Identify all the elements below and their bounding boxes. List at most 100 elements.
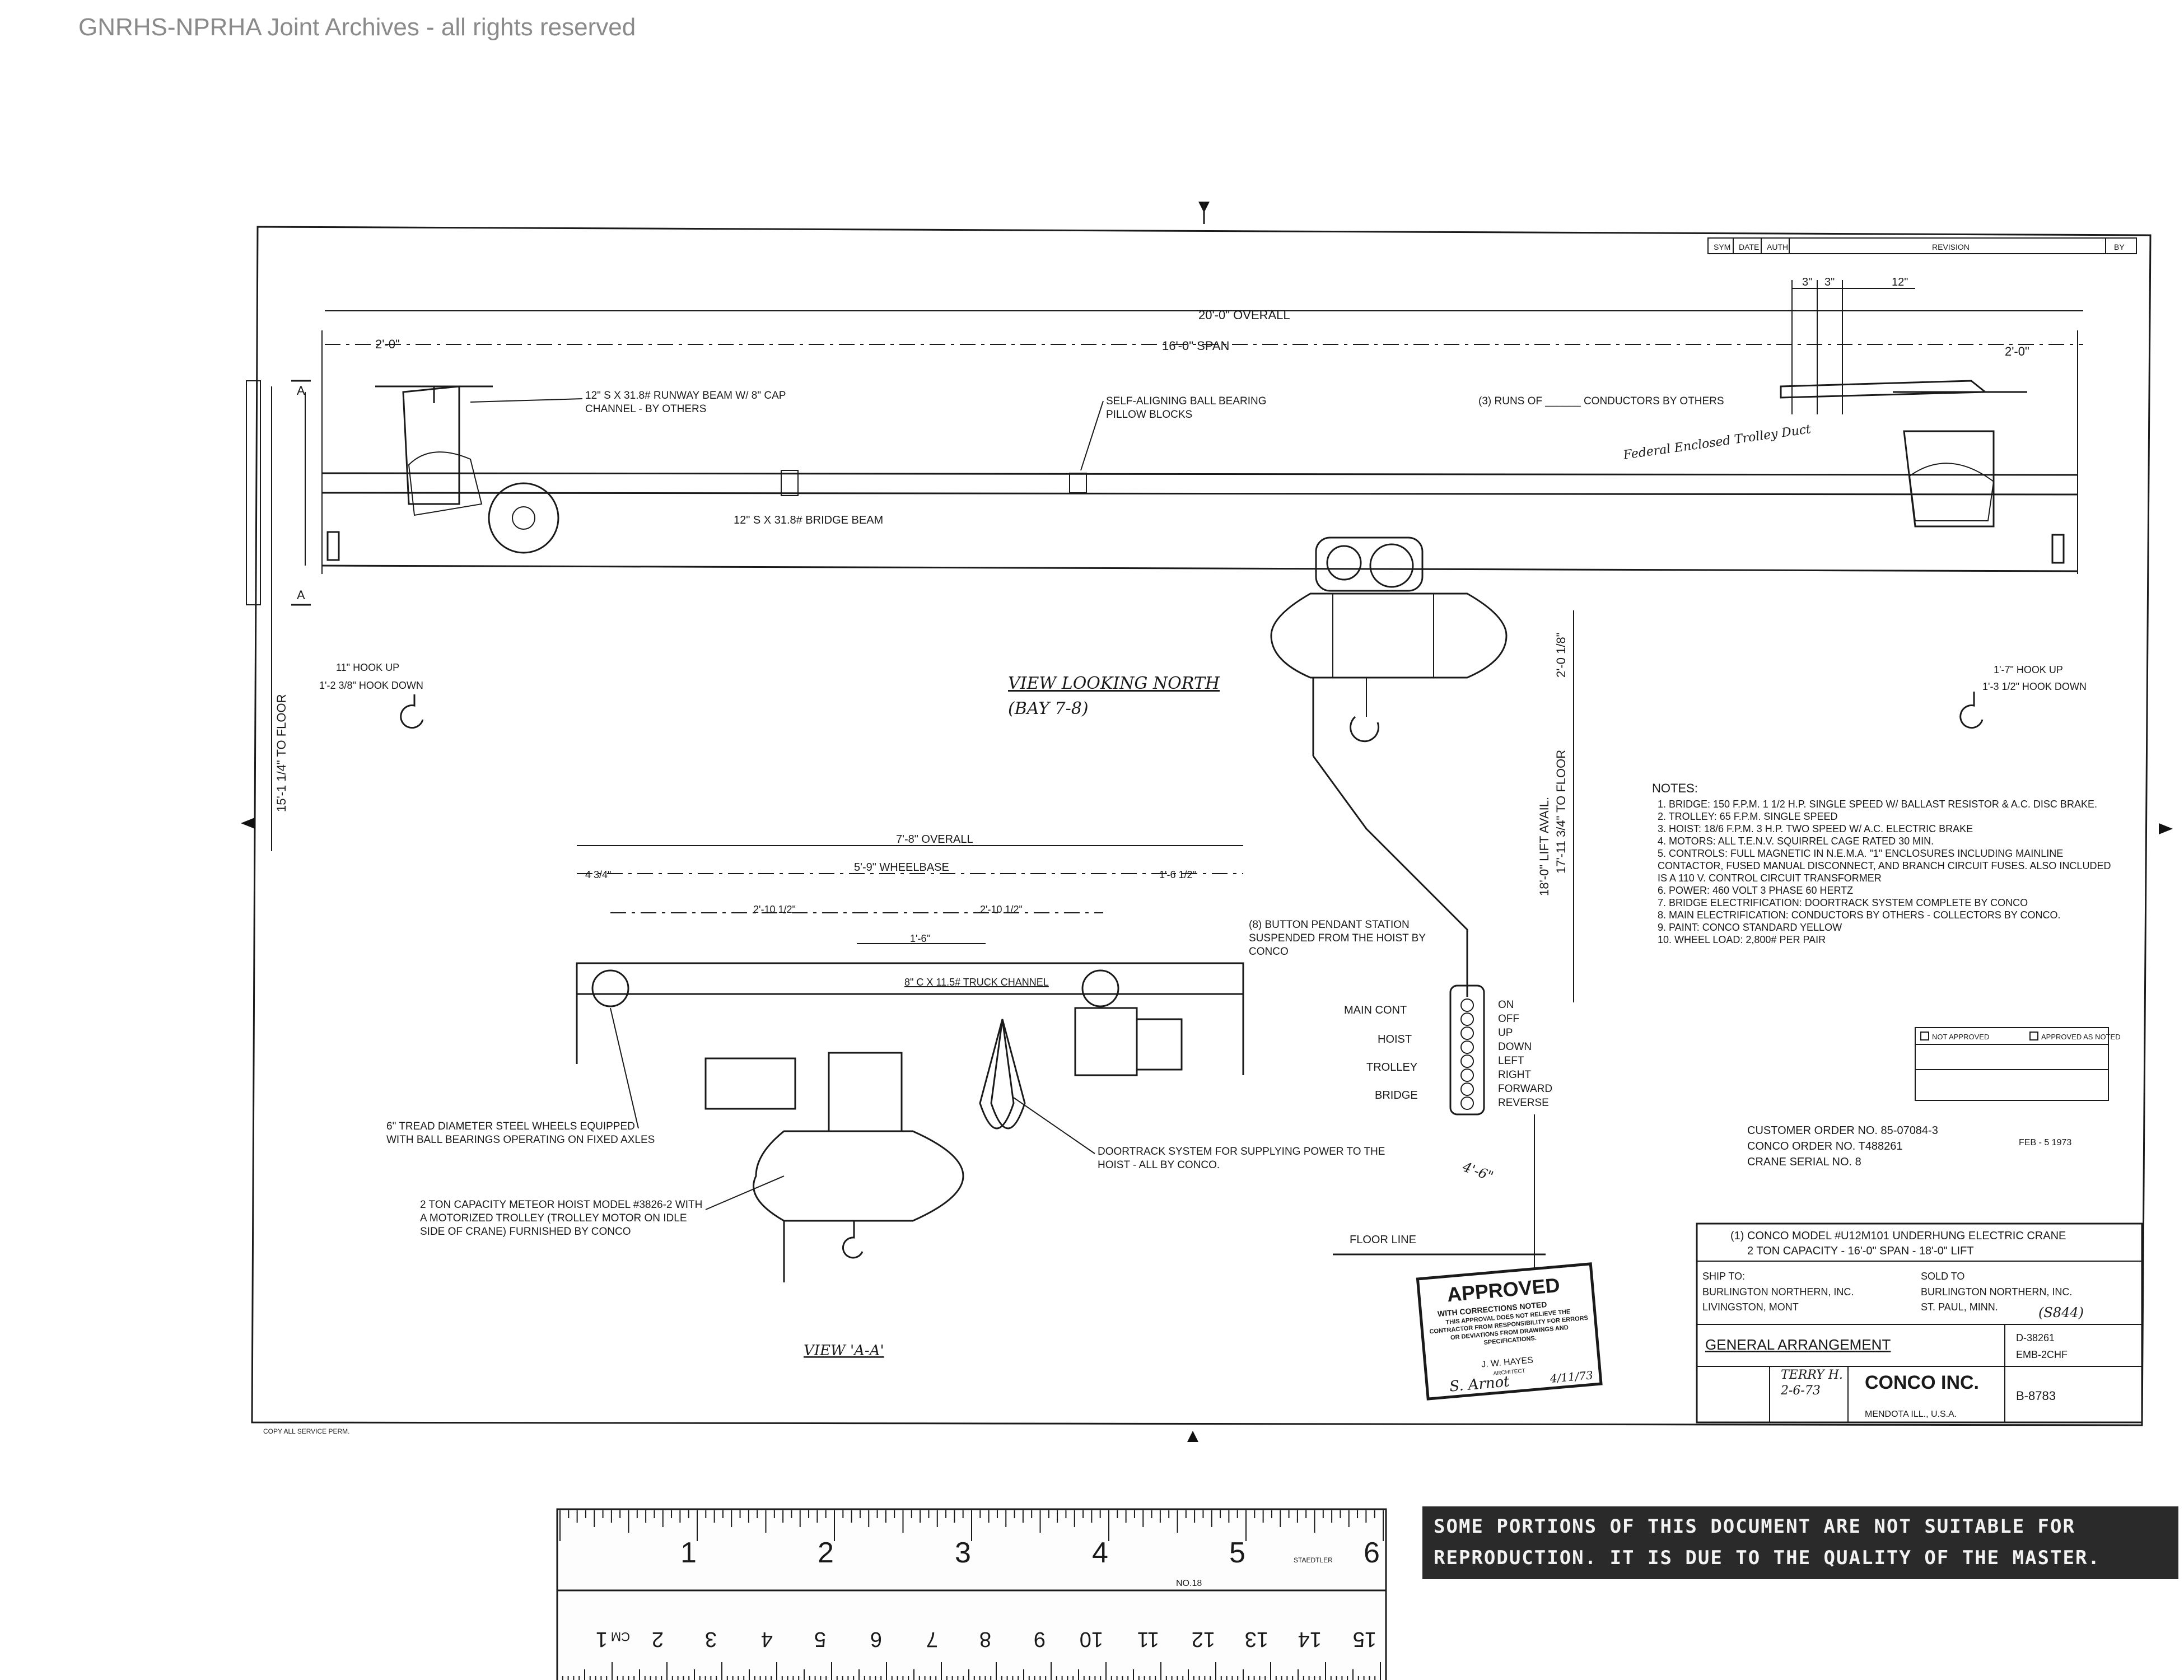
cm-label-12: 12 <box>1192 1627 1215 1651</box>
pendant-callout: (8) BUTTON PENDANT STATION SUSPENDED FRO… <box>1249 919 1426 958</box>
received-date: FEB - 5 1973 <box>2019 1138 2071 1147</box>
note-5: 5. CONTROLS: FULL MAGNETIC IN N.E.M.A. "… <box>1658 848 2111 884</box>
notes-block: NOTES: 1. BRIDGE: 150 F.P.M. 1 1/2 H.P. … <box>1652 781 2111 945</box>
rev-sym-label: SYM <box>1714 242 1730 251</box>
pendant-label-trolley: TROLLEY <box>1366 1061 1417 1074</box>
inch-ticks <box>559 1510 1384 1541</box>
upper-callouts: 12" S x 31.8# RUNWAY BEAM W/ 8" CAP CHAN… <box>470 390 1812 718</box>
archive-watermark: GNRHS-NPRHA Joint Archives - all rights … <box>78 13 636 41</box>
sold-to-label: SOLD TO <box>1921 1271 1964 1282</box>
inch-label-1: 1 <box>680 1537 697 1569</box>
section-a-bottom: A <box>297 588 305 602</box>
cm-label-13: 13 <box>1245 1627 1268 1651</box>
sold-to-code: (S844) <box>2038 1305 2084 1320</box>
drawing-number: B-8783 <box>2016 1389 2056 1403</box>
copy-note: COPY ALL SERVICE PERM. <box>263 1427 350 1435</box>
rev-auth-label: AUTH <box>1767 242 1788 251</box>
section-a-top: A <box>297 384 305 398</box>
approval-option-not-approved: NOT APPROVED <box>1932 1033 1989 1041</box>
hook-up-right: 1'-7" HOOK UP <box>1994 664 2063 675</box>
wheels-callout: 6" TREAD DIAMETER STEEL WHEELS EQUIPPED … <box>386 1121 655 1146</box>
cm-label-11: 11 <box>1137 1627 1159 1651</box>
runway-beam-callout: 12" S x 31.8# RUNWAY BEAM W/ 8" CAP CHAN… <box>585 390 786 415</box>
bridge-beam-label: 12" S x 31.8# BRIDGE BEAM <box>734 514 883 526</box>
pendant-label-bridge: BRIDGE <box>1375 1089 1418 1102</box>
cm-unit-label: cm <box>611 1630 630 1644</box>
order-info: CUSTOMER ORDER NO. 85-07084-3 CONCO ORDE… <box>1747 1124 2071 1168</box>
revision-block: SYM DATE AUTH REVISION BY <box>1707 237 2137 254</box>
end-truck-view: 7'-8" OVERALL 5'-9" WHEELBASE 4 3/4" 1'-… <box>576 833 1244 1359</box>
ship-to-city: LIVINGSTON, MONT <box>1702 1301 1799 1313</box>
dim-three-a: 3" <box>1802 276 1812 288</box>
dim-left-2: 2'-0" <box>375 337 400 351</box>
cm-label-1: 1 <box>596 1627 608 1651</box>
dim-right-2: 2'-0" <box>2005 344 2029 358</box>
left-hook: 11" HOOK UP 1'-2 3/8" HOOK DOWN <box>319 662 424 729</box>
hook-up-left: 11" HOOK UP <box>336 662 399 673</box>
cm-label-4: 4 <box>761 1627 773 1651</box>
dim-right-1: 1'-6 1/2" <box>1159 869 1196 880</box>
approval-stamp: APPROVED WITH CORRECTIONS NOTED THIS APP… <box>1416 1262 1603 1401</box>
crane-serial: CRANE SERIAL NO. 8 <box>1747 1156 1861 1168</box>
dim-span-16: 16'-0" SPAN <box>1162 339 1229 353</box>
dim-in-2a: 2'-10 1/2" <box>753 904 796 915</box>
note-4: 4. MOTORS: ALL T.E.N.V. SQUIRREL CAGE RA… <box>1658 836 1934 847</box>
cm-label-3: 3 <box>705 1627 717 1651</box>
measuring-ruler: 1 2 3 4 5 6 No.18 STAEDTLER 15 14 13 12 … <box>556 1508 1387 1680</box>
rev-by-label: BY <box>2114 242 2125 251</box>
title-block: (1) CONCO MODEL #U12M101 UNDERHUNG ELECT… <box>263 1222 2143 1435</box>
pendant-label-main-cont: MAIN CONT <box>1344 1004 1407 1016</box>
note-2: 2. TROLLEY: 65 F.P.M. SINGLE SPEED <box>1658 811 1838 822</box>
drawn-date: 2-6-73 <box>1780 1384 1821 1398</box>
inch-label-5: 5 <box>1229 1537 1245 1569</box>
note-6: 6. POWER: 460 VOLT 3 PHASE 60 HERTZ <box>1658 885 1854 896</box>
drawing-border <box>241 202 2173 1442</box>
right-hook: 1'-7" HOOK UP 1'-3 1/2" HOOK DOWN <box>1959 664 2087 729</box>
bridge-elevation: 12" S x 31.8# BRIDGE BEAM <box>321 330 2078 574</box>
dim-overall-20: 20'-0" OVERALL <box>1198 308 1290 322</box>
dim-twelve: 12" <box>1892 276 1908 288</box>
crane-capacity: 2 TON CAPACITY - 16'-0" SPAN - 18'-0" LI… <box>1747 1245 1974 1257</box>
hoist-model-callout: 2 TON CAPACITY METEOR HOIST MODEL #3826-… <box>420 1199 703 1238</box>
cm-label-10: 10 <box>1080 1627 1103 1651</box>
stamp-role: ARCHITECT <box>1493 1368 1525 1377</box>
drawing-title: GENERAL ARRANGEMENT <box>1705 1336 1891 1353</box>
dim-left-4: 4 3/4" <box>585 869 611 880</box>
cm-label-5: 5 <box>814 1627 826 1651</box>
conco-order: CONCO ORDER NO. T488261 <box>1747 1140 1903 1152</box>
sold-to-company: BURLINGTON NORTHERN, INC. <box>1921 1286 2072 1298</box>
hoist-elevation <box>1270 536 1508 997</box>
inch-label-3: 3 <box>955 1537 971 1569</box>
pendant-label-left: LEFT <box>1498 1055 1524 1067</box>
lift-avail: 18'-0" LIFT AVAIL. <box>1537 797 1551 896</box>
inch-label-2: 2 <box>818 1537 834 1569</box>
pillow-block-callout: SELF-ALIGNING BALL BEARING PILLOW BLOCKS <box>1106 395 1267 421</box>
company-location: MENDOTA ILL., U.S.A. <box>1865 1410 1957 1419</box>
ship-to-company: BURLINGTON NORTHERN, INC. <box>1702 1286 1854 1298</box>
cm-label-9: 9 <box>1034 1627 1046 1651</box>
reproduction-warning: SOME PORTIONS OF THIS DOCUMENT ARE NOT S… <box>1422 1506 2178 1579</box>
rev-date-label: DATE <box>1739 242 1759 251</box>
elevation-dimensions: 20'-0" OVERALL 16'-0" SPAN 2'-0" 2'-0" 3… <box>325 276 2083 414</box>
note-1: 1. BRIDGE: 150 F.P.M. 1 1/2 H.P. SINGLE … <box>1658 799 2097 810</box>
company-name: CONCO INC. <box>1865 1372 1979 1393</box>
sold-to-city: ST. PAUL, MINN. <box>1921 1301 1998 1313</box>
ruler-maker: STAEDTLER <box>1294 1556 1333 1564</box>
approval-box: NOT APPROVED APPROVED AS NOTED <box>1915 1027 2121 1101</box>
inch-label-4: 4 <box>1092 1537 1108 1569</box>
note-9: 9. PAINT: CONCO STANDARD YELLOW <box>1658 922 1842 933</box>
pendant-label-up: UP <box>1498 1027 1513 1039</box>
original-drawing-no: EMB-2CHF <box>2016 1349 2068 1360</box>
dim-three-b: 3" <box>1824 276 1835 288</box>
conductors-callout: (3) RUNS OF ______ CONDUCTORS BY OTHERS <box>1478 395 1724 407</box>
dim-in-2b: 2'-10 1/2" <box>980 904 1023 915</box>
dim-overall-7: 7'-8" OVERALL <box>896 833 973 846</box>
customer-drawing-no: D-38261 <box>2016 1332 2055 1343</box>
cm-label-14: 14 <box>1298 1627 1322 1651</box>
view-aa-label: VIEW 'A-A' <box>804 1342 884 1359</box>
bay-label: (BAY 7-8) <box>1008 699 1089 718</box>
hook-down-right: 1'-3 1/2" HOOK DOWN <box>1982 681 2087 692</box>
pendant-station: MAIN CONT HOIST TROLLEY BRIDGE ON OFF UP… <box>1344 984 1552 1116</box>
cm-ticks <box>562 1662 1381 1680</box>
